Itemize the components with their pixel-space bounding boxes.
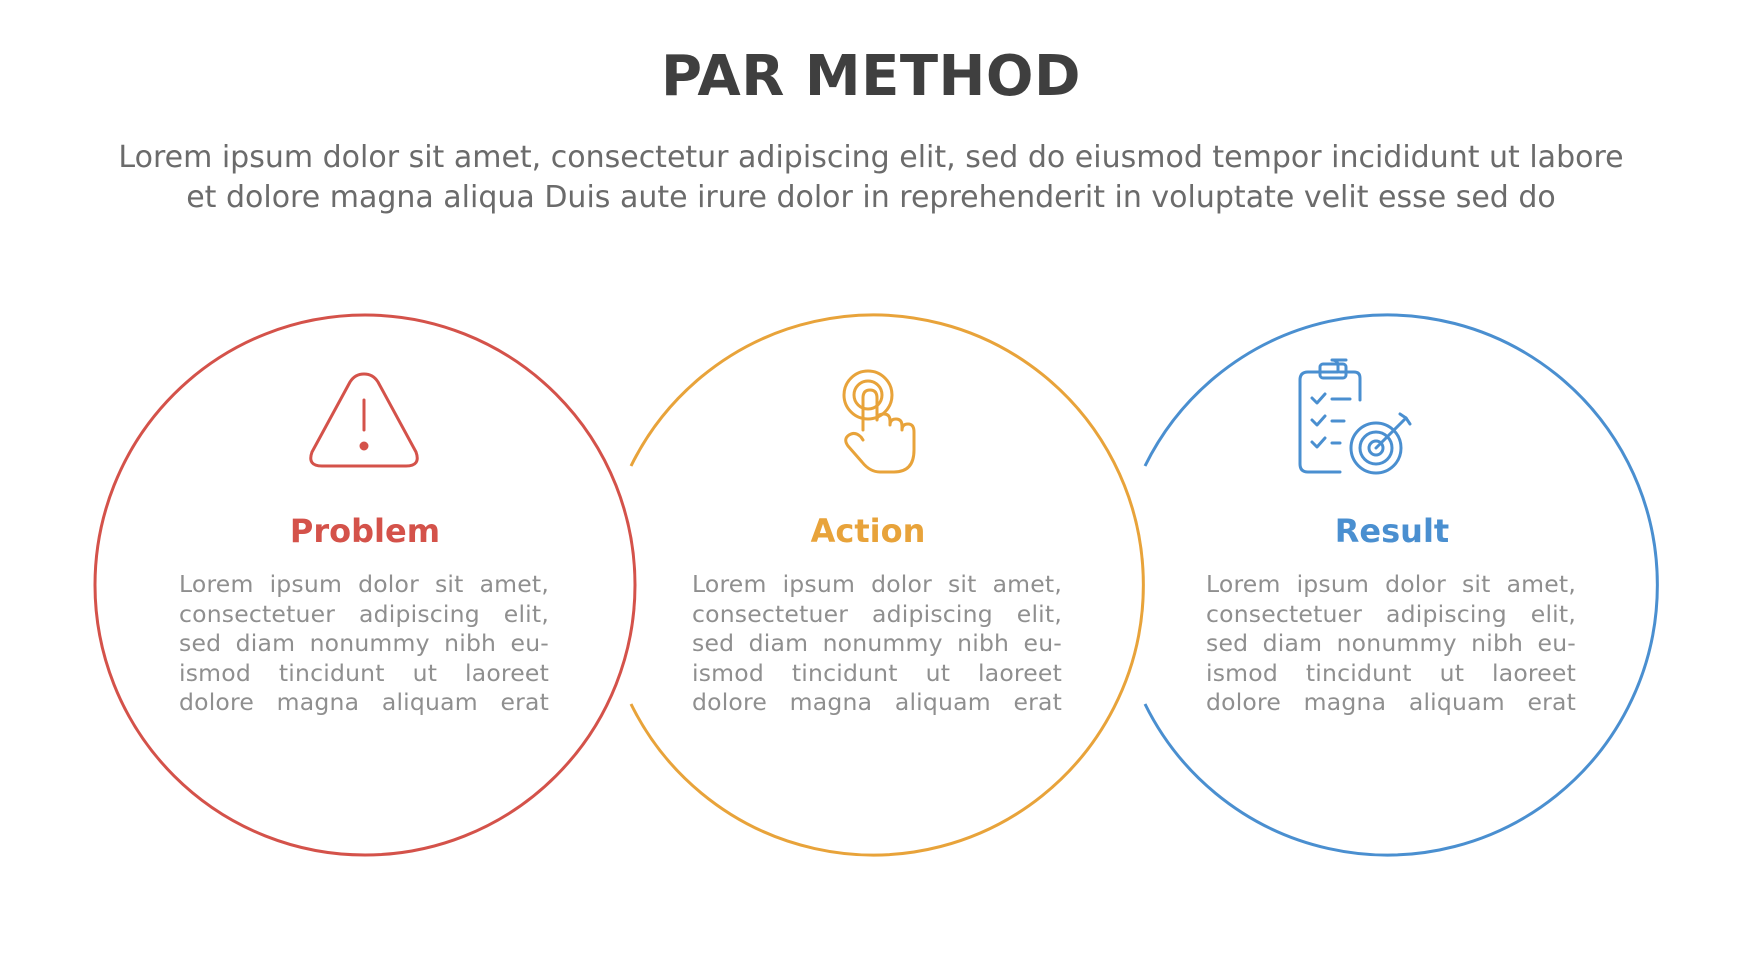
- step-body-line: consectetuer adipiscing elit,: [692, 599, 1062, 628]
- step-body-line: dolore magna aliquam erat: [179, 688, 549, 716]
- result-circle: [1143, 313, 1659, 857]
- step-body-line: ismod tincidunt ut laoreet: [1206, 658, 1576, 687]
- step-body-problem: Lorem ipsum dolor sit amet, consectetuer…: [179, 570, 549, 718]
- clipboard-target-icon: [1298, 358, 1412, 475]
- page-subtitle: Lorem ipsum dolor sit amet, consectetur …: [60, 138, 1682, 218]
- step-body-line: ismod tincidunt ut laoreet: [692, 658, 1062, 687]
- tap-finger-icon: [842, 369, 916, 474]
- step-body-action: Lorem ipsum dolor sit amet, consectetuer…: [692, 570, 1062, 718]
- warning-triangle-icon: [309, 372, 419, 468]
- step-body-line: sed diam nonummy nibh eu-: [692, 629, 1062, 657]
- subtitle-line: et dolore magna aliqua Duis aute irure d…: [186, 180, 1556, 215]
- step-body-line: Lorem ipsum dolor sit amet,: [1206, 570, 1576, 598]
- step-title-action: Action: [810, 512, 926, 550]
- action-circle: [629, 313, 1145, 857]
- step-body-line: dolore magna aliquam erat: [692, 688, 1062, 716]
- step-title-problem: Problem: [289, 512, 441, 550]
- problem-circle: [93, 313, 637, 857]
- step-title-result: Result: [1334, 512, 1450, 550]
- step-body-line: consectetuer adipiscing elit,: [179, 599, 549, 628]
- step-body-line: sed diam nonummy nibh eu-: [179, 629, 549, 657]
- step-body-line: dolore magna aliquam erat: [1206, 688, 1576, 716]
- step-body-line: consectetuer adipiscing elit,: [1206, 599, 1576, 628]
- step-body-line: ismod tincidunt ut laoreet: [179, 658, 549, 687]
- step-body-line: sed diam nonummy nibh eu-: [1206, 629, 1576, 657]
- step-body-result: Lorem ipsum dolor sit amet, consectetuer…: [1206, 570, 1576, 718]
- step-body-line: Lorem ipsum dolor sit amet,: [179, 570, 549, 598]
- step-body-line: Lorem ipsum dolor sit amet,: [692, 570, 1062, 598]
- page-title: PAR METHOD: [661, 44, 1081, 109]
- subtitle-line: Lorem ipsum dolor sit amet, consectetur …: [118, 140, 1624, 175]
